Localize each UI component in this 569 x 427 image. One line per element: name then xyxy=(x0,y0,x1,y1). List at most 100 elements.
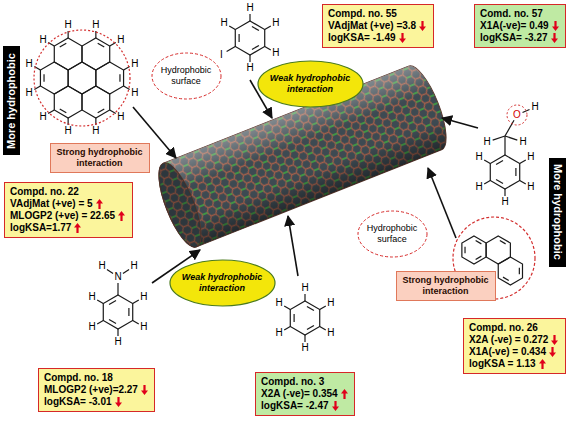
atom-label: H xyxy=(117,35,124,45)
trend-arrow xyxy=(118,211,125,221)
double-bond xyxy=(60,109,67,113)
bond-line xyxy=(284,306,290,310)
double-bond xyxy=(43,74,44,82)
atom-label: H xyxy=(131,59,138,69)
double-bond xyxy=(515,168,516,176)
node-label: Strong hydrophobic interaction xyxy=(56,147,143,169)
bond-line xyxy=(320,306,326,310)
interaction-arrows xyxy=(133,80,478,283)
descriptor-value: VAdjMat (+ve) =3.8 xyxy=(328,20,416,32)
bond-line xyxy=(320,327,326,331)
descriptor-value: logKSA = 1.13 xyxy=(469,358,536,370)
text-line: Compd. no. 3 xyxy=(261,376,349,388)
atom-label: H xyxy=(527,152,534,162)
double-bond xyxy=(500,241,506,244)
atom-label: H xyxy=(272,48,279,58)
compound-number: Compd. no. 3 xyxy=(261,376,324,388)
double-bond xyxy=(476,241,482,244)
text-line: MLOGP2 (+ve) = 22.65 xyxy=(10,210,127,222)
descriptor-value: logKSA=1.77 xyxy=(10,222,71,234)
double-bond xyxy=(519,268,520,275)
atom-label: H xyxy=(272,18,279,28)
ring-bond xyxy=(96,62,124,94)
double-bond xyxy=(252,45,259,49)
atom-label: H xyxy=(501,197,508,207)
descriptor-value: X2A (-ve) = 0.272 xyxy=(469,334,548,346)
arrow-glyph xyxy=(332,401,339,411)
node-label: Weak hydrophobic interaction xyxy=(269,73,351,95)
double-bond xyxy=(503,277,509,280)
double-bond xyxy=(98,43,105,47)
ellipse-shape xyxy=(258,61,363,107)
trend-arrow xyxy=(552,21,559,31)
bond-line xyxy=(484,181,490,185)
trend-arrow xyxy=(341,389,348,399)
highlight-circle xyxy=(34,30,130,126)
node-label: More hydrophobic xyxy=(5,52,18,149)
ring-bond xyxy=(498,257,522,285)
atom-label: H xyxy=(65,20,72,30)
atom-label: H xyxy=(327,298,334,308)
descriptor-value: MLOGP2 (+ve)=2.27 xyxy=(44,384,138,396)
bond-line xyxy=(304,294,305,301)
bond-line xyxy=(97,300,103,304)
text-line: MLOGP2 (+ve)=2.27 xyxy=(44,384,149,396)
trend-banner: More hydrophobic xyxy=(549,158,566,267)
trend-arrow xyxy=(419,21,426,31)
descriptor-value: MLOGP2 (+ve) = 22.65 xyxy=(10,210,115,222)
text-line: Compd. no. 26 xyxy=(469,322,560,334)
arrow-glyph xyxy=(141,385,148,395)
atom-label: H xyxy=(130,261,137,271)
atom-label: H xyxy=(531,102,538,112)
bond-line xyxy=(493,136,505,140)
ellipse-shape xyxy=(170,260,275,306)
bond-line xyxy=(484,160,490,164)
trend-arrow xyxy=(74,223,81,233)
double-bond xyxy=(294,314,295,322)
text-line: VAdjMat (+ve) = 5 xyxy=(10,198,127,210)
atom-label: H xyxy=(39,35,46,45)
double-bond xyxy=(252,27,259,31)
atom-label: H xyxy=(140,292,147,302)
text-line: logKSA= -3.01 xyxy=(44,396,149,408)
text-line: Compd. no. 55 xyxy=(328,8,428,20)
text-line: X2A (-ve)= 0.354 xyxy=(261,388,349,400)
atom-label: H xyxy=(275,328,282,338)
text-line: logKSA = 1.13 xyxy=(469,358,560,370)
interaction-arrow xyxy=(428,168,456,238)
bond-line xyxy=(504,189,505,196)
node-label: Weak hydrophobic interaction xyxy=(181,272,263,294)
node-label: Strong hydrophobic interaction xyxy=(402,275,489,297)
atom-label: H xyxy=(98,261,105,271)
ring-bond xyxy=(490,155,519,189)
atom-label: H xyxy=(527,182,534,192)
atom-label: H xyxy=(220,18,227,28)
trend-arrow xyxy=(399,33,406,43)
double-bond xyxy=(307,325,314,329)
highlight-circle xyxy=(507,105,527,125)
ring-bond xyxy=(54,86,82,118)
atom-label: H xyxy=(88,322,95,332)
nanotube-opening xyxy=(150,158,209,252)
ring-bond xyxy=(103,295,132,329)
node-label: Hydrophobic surface xyxy=(366,223,418,245)
atom-label: H xyxy=(519,137,526,147)
descriptor-value: VAdjMat (+ve) = 5 xyxy=(10,198,93,210)
trend-arrow xyxy=(551,33,558,43)
compound-number: Compd. no. 26 xyxy=(469,322,538,334)
atom-label: H xyxy=(88,292,95,302)
interaction-ellipse: Weak hydrophobic interaction xyxy=(169,259,276,307)
bond-line xyxy=(107,269,113,273)
text-line: logKSA= -1.49 xyxy=(328,32,428,44)
descriptor-value: logKSA= -2.47 xyxy=(261,400,329,412)
descriptor-box: Compd. no. 26X2A (-ve) = 0.272X1A(-ve) =… xyxy=(463,318,566,374)
text-line: logKSA=1.77 xyxy=(10,222,127,234)
bond-line xyxy=(505,120,514,136)
ring-bond xyxy=(290,301,319,335)
double-bond xyxy=(109,301,116,305)
arrow-glyph xyxy=(551,335,558,345)
text-line: X1A(-ve)= 0.49 xyxy=(480,20,560,32)
text-line: logKSA= -2.47 xyxy=(261,400,349,412)
ring-bond xyxy=(40,62,68,94)
